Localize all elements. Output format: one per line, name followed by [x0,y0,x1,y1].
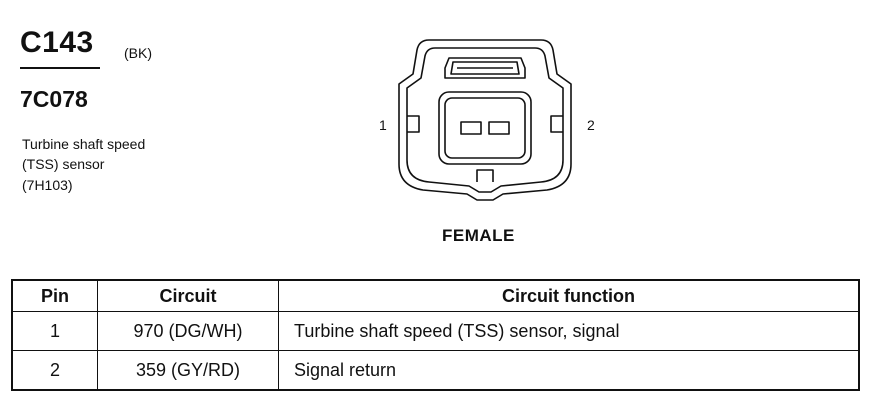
locking-latch [444,57,526,79]
part-number: 7C078 [20,86,88,112]
table-header-row: Pin Circuit Circuit function [11,279,860,312]
title-underline [20,67,100,69]
header-pin: Pin [11,279,98,312]
connector-housing-inner [406,47,564,193]
row-1-pin: 1 [11,311,98,351]
table-row: 1 970 (DG/WH) Turbine shaft speed (TSS) … [11,311,860,351]
side-key-right [550,115,563,133]
terminal-cavity [438,91,532,165]
row-2-function: Signal return [278,350,860,391]
row-2-pin: 2 [11,350,98,391]
header-circuit: Circuit [97,279,279,312]
gender-label: FEMALE [442,226,515,245]
connector-code: C143 [20,26,94,59]
terminal-pin-1 [460,121,482,135]
bottom-key [476,169,494,182]
row-1-function: Turbine shaft speed (TSS) sensor, signal [278,311,860,351]
header-circuit-function: Circuit function [278,279,860,312]
pin-label-2: 2 [587,117,595,133]
pin-label-1: 1 [379,117,387,133]
row-2-circuit: 359 (GY/RD) [97,350,279,391]
description-line-1: Turbine shaft speed [22,136,146,152]
side-key-left [407,115,420,133]
connector-face-diagram [398,39,572,201]
terminal-pin-2 [488,121,510,135]
row-1-circuit: 970 (DG/WH) [97,311,279,351]
description-line-2: (TSS) sensor [22,156,105,172]
connector-housing-outer [398,39,572,201]
connector-color: (BK) [124,45,152,61]
pinout-table: Pin Circuit Circuit function 1 970 (DG/W… [11,279,860,391]
description-line-3: (7H103) [22,177,73,193]
table-row: 2 359 (GY/RD) Signal return [11,350,860,391]
